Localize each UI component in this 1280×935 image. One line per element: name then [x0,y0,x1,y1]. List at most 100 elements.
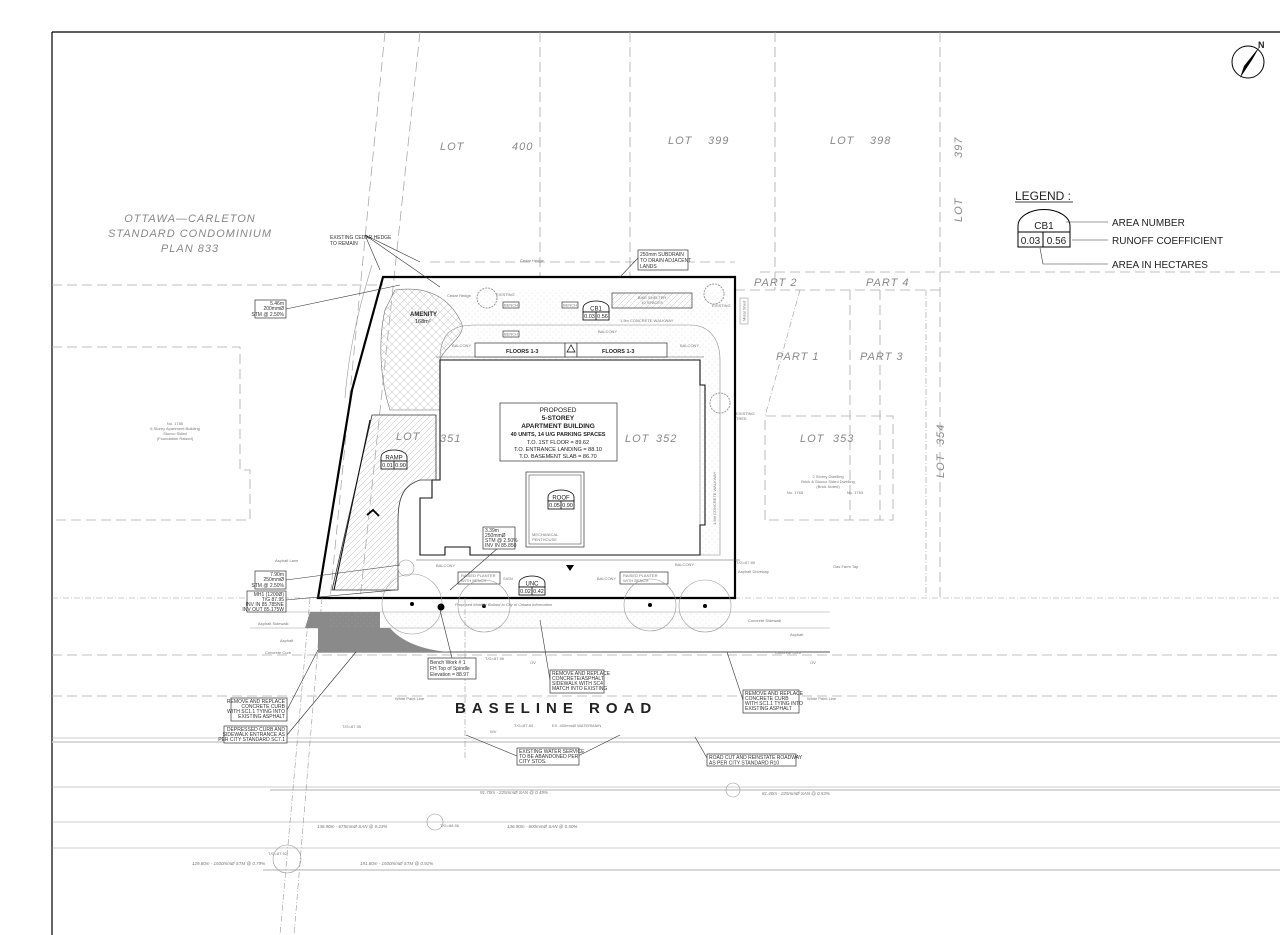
area-tag-area: 0.01 [382,463,393,469]
area-tag-coef: 0.90 [562,503,573,509]
building-info-box [499,402,618,462]
condo-label-line1: OTTAWA—CARLETON [124,213,256,225]
svg-text:CONCRETE/ASPHALT: CONCRETE/ASPHALT [552,676,604,682]
svg-text:INV IN 85.850: INV IN 85.850 [485,543,517,549]
svg-text:250mmØ: 250mmØ [485,533,506,539]
svg-text:(Brick Noted): (Brick Noted) [816,484,840,489]
balcony-label: BALCONY [680,343,699,348]
svg-text:EXISTING WATER SERVICE: EXISTING WATER SERVICE [519,749,585,755]
callout-water-service: EXISTING WATER SERVICE TO BE ABANDONED P… [516,747,585,766]
pipe-label: 191.80m - 1500mmØ STM @ 0.91% [360,861,433,866]
building-entrance-landing: T.O. ENTRANCE LANDING = 88.10 [514,447,602,453]
entrance-marker-icon [566,565,574,571]
surface-label: Concrete Curb [775,650,802,655]
valve-label: WV [490,729,497,734]
valve-label: OV [810,660,816,665]
bike-shelter-spaces: 10 SPACES [641,300,663,305]
surface-label: Asphalt Lane [275,558,299,563]
balcony-label: BALCONY [452,343,471,348]
ramp-wall [333,419,371,591]
amenity-area-value: 168m² [415,319,431,325]
svg-text:TO REMAIN: TO REMAIN [330,241,358,247]
surface-label: Concrete Curb [265,650,292,655]
area-tag-name: RAMP [385,456,402,462]
building-proposed: PROPOSED [540,407,577,414]
callout-benchmark: Bench Work # 1 FH Top of Spindle Elevati… [427,657,477,680]
bike-shelter-label: BIKE SHELTER [638,295,666,300]
svg-text:CONCRETE CURB: CONCRETE CURB [745,696,789,702]
svg-text:TO DRAIN ADJACENT: TO DRAIN ADJACENT [640,258,691,264]
lot-353-label: LOT [800,433,825,445]
svg-text:STM @ 2.50%: STM @ 2.50% [251,583,284,589]
lot-352-number: 352 [656,433,677,445]
sidewalk-entrance-area [318,628,450,652]
svg-text:WITH SC1.1 TYING INTO: WITH SC1.1 TYING INTO [745,701,803,707]
metal-shed-label: Metal Shed [742,301,747,321]
pipe-label: 129.80m - 1500mmØ STM @ 0.79% [192,861,265,866]
floors-label-right: FLOORS 1-3 [602,349,634,355]
svg-text:No. 1785: No. 1785 [167,421,184,426]
area-tag-coef: 0.90 [395,463,406,469]
lot-354-number: 354 [935,424,947,445]
bench [502,330,520,338]
callout-subdrain: 250mm SUBDRAIN TO DRAIN ADJACENT LANDS [637,249,691,271]
balcony-label: BALCONY [597,576,616,581]
callout-hedge: EXISTING CEDAR HEDGE TO REMAIN [330,235,392,247]
building-basement-slab: T.O. BASEMENT SLAB = 86.70 [519,454,596,460]
elevation-label: T/G=87.95 [342,724,362,729]
sidewalk [330,612,730,628]
legend-tag-name: CB1 [1034,221,1054,232]
svg-text:Elevation = 88.97: Elevation = 88.97 [430,672,469,678]
pipe-label: 136.90m - 600mmØ SAN @ 0.50% [507,824,577,829]
proposed-building-outline [419,359,706,556]
parking-ramp [331,414,437,591]
manhole-icon [397,559,415,577]
svg-text:T/G 87.95: T/G 87.95 [262,597,284,603]
legend-runoff-coefficient: RUNOFF COEFFICIENT [1112,236,1223,247]
svg-text:TO BE ABANDONED PER: TO BE ABANDONED PER [519,754,579,760]
existing-tree [709,392,731,414]
mechanical-penthouse [525,471,585,548]
svg-text:Bench Work # 1: Bench Work # 1 [430,660,466,666]
lot-351-label: LOT [396,431,421,443]
lot-351-number: 351 [440,433,461,445]
svg-text:STM @ 2.50%: STM @ 2.50% [485,538,518,544]
svg-text:Brick & Stucco Sided Dwelling: Brick & Stucco Sided Dwelling [801,479,855,484]
pipe-label: 91.70m - 225mmØ SAN @ 0.49% [480,790,548,795]
callout-mh1: MH1 (1200Ø) T/G 87.95 INV IN 85.785NE IN… [242,590,287,613]
existing-tree [703,283,725,305]
existing-tree [476,287,498,309]
svg-text:DEPRESSED CURB AND: DEPRESSED CURB AND [227,727,285,733]
legend: LEGEND : CB1 0.03 0.56 AREA NUMBER RUNOF… [1015,189,1223,271]
area-tag-area: 0.02 [520,589,531,595]
elevation-label: T/G=88.56 [440,823,460,828]
building-type: APARTMENT BUILDING [521,423,595,430]
existing-tree-label: EXISTING [496,292,515,297]
walkway-label-east: 1.5M CONCRETE WALKWAY [712,471,717,525]
lot-397-label: LOT [953,197,965,222]
svg-text:SIDEWALK WITH SC4: SIDEWALK WITH SC4 [552,681,603,687]
hedge-outline [344,264,373,399]
pipe-label: 81.40m - 225mmØ SAN @ 0.53% [762,791,830,796]
surface-label: Asphalt Driveway [738,569,769,574]
svg-text:EXISTING CEDAR HEDGE: EXISTING CEDAR HEDGE [330,235,392,241]
street-trees [381,573,732,635]
valve-label: OV [530,660,536,665]
walkway-label: 1.5m CONCRETE WALKWAY [620,318,674,323]
svg-text:6 Storey Apartment Building: 6 Storey Apartment Building [150,426,200,431]
balcony-label: BALCONY [675,562,694,567]
existing-tree-label: EXISTING [736,411,755,416]
svg-text:SIDEWALK ENTRANCE AS: SIDEWALK ENTRANCE AS [223,732,286,738]
lot-352-label: LOT [625,433,650,445]
callout-storm-2: 7.90m 250mmØ STM @ 2.50% [251,570,287,590]
lot-400-label: LOT [440,141,465,153]
surface-label: Asphalt Sidewalk [258,621,288,626]
building-units: 40 UNITS, 14 U/G PARKING SPACES [511,432,606,438]
lot-400-number: 400 [512,141,533,153]
fire-hydrant-icon [437,603,445,611]
svg-text:AS PER CITY STANDARD R10: AS PER CITY STANDARD R10 [709,761,779,767]
